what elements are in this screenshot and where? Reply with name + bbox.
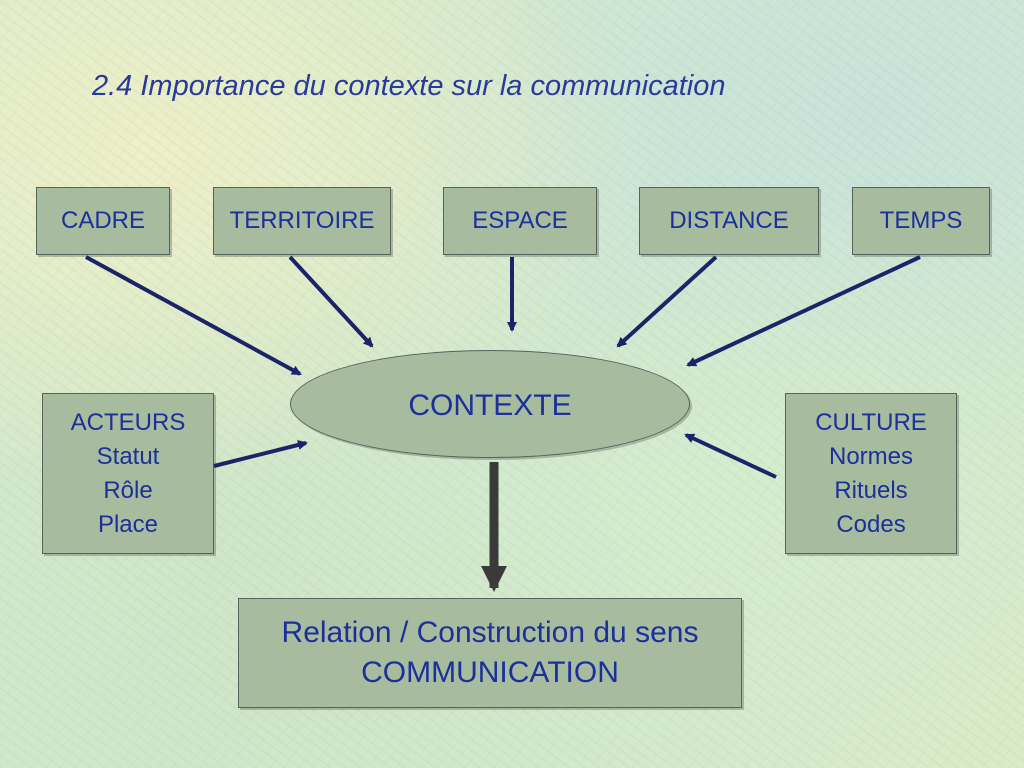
communication-line1: Relation / Construction du sens — [281, 616, 699, 649]
box-distance: DISTANCE — [639, 187, 819, 255]
arrow-territoire — [288, 255, 374, 348]
culture-item: Rituels — [834, 476, 908, 504]
acteurs-item: Place — [97, 510, 159, 538]
arrow-cadre — [85, 255, 302, 376]
culture-item: Codes — [836, 510, 906, 538]
arrow-culture — [684, 433, 777, 479]
contexte-ellipse: CONTEXTE — [290, 350, 690, 458]
contexte-label: CONTEXTE — [408, 389, 572, 422]
box-communication: Relation / Construction du sens COMMUNIC… — [238, 598, 742, 708]
box-acteurs: ACTEURS Statut Rôle Place — [42, 393, 214, 554]
arrow-distance — [616, 255, 718, 348]
box-temps: TEMPS — [852, 187, 990, 255]
arrow-acteurs — [213, 440, 308, 468]
acteurs-item: Statut — [96, 442, 160, 470]
page-title: 2.4 Importance du contexte sur la commun… — [92, 70, 726, 102]
arrow-temps — [686, 255, 921, 367]
box-territoire: TERRITOIRE — [213, 187, 391, 255]
acteurs-heading: ACTEURS — [70, 408, 186, 436]
culture-item: Normes — [828, 442, 913, 470]
box-culture: CULTURE Normes Rituels Codes — [785, 393, 957, 554]
culture-heading: CULTURE — [815, 408, 927, 436]
acteurs-item: Rôle — [103, 476, 153, 504]
box-cadre: CADRE — [36, 187, 170, 255]
box-espace: ESPACE — [443, 187, 597, 255]
communication-line2: COMMUNICATION — [361, 656, 619, 689]
